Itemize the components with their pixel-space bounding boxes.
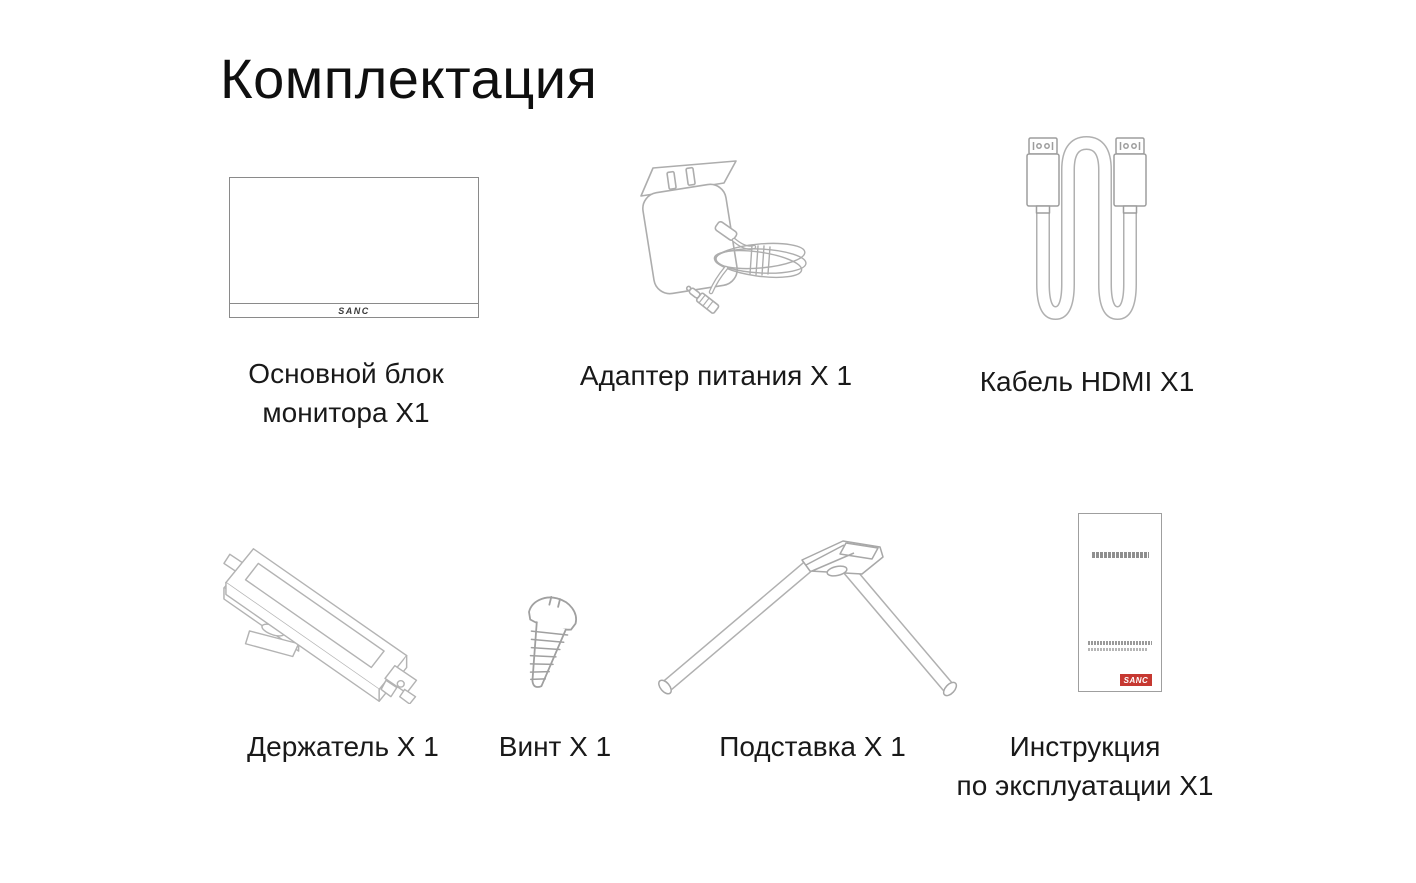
- monitor-bottom-bezel: SANC: [230, 303, 478, 317]
- holder-caption: Держатель X 1: [247, 731, 439, 762]
- hdmi-cable-caption: Кабель HDMI X1: [979, 366, 1195, 397]
- monitor-caption-line1: Основной блок: [248, 358, 444, 389]
- manual-caption-line1: Инструкция: [1009, 731, 1161, 762]
- monitor-caption-line2: монитора X1: [262, 397, 430, 428]
- manual-caption-line2: по эксплуатации X1: [956, 770, 1214, 801]
- power-adapter-icon: [640, 160, 807, 314]
- stand-icon: [658, 540, 958, 697]
- monitor-caption: Основной блок монитора X1: [211, 354, 481, 432]
- manual-illustration: SANC: [1078, 513, 1162, 692]
- manual-title-placeholder: [1092, 552, 1149, 558]
- manual-text-placeholder: [1088, 648, 1148, 651]
- manual-caption: Инструкция по эксплуатации X1: [920, 727, 1250, 805]
- manual-brand-badge: SANC: [1120, 674, 1152, 686]
- monitor-illustration: SANC: [229, 177, 479, 318]
- screw-icon: [528, 596, 577, 688]
- screw-caption: Винт X 1: [498, 731, 612, 762]
- monitor-brand-logo: SANC: [338, 305, 370, 316]
- holder-icon: [223, 548, 418, 704]
- hdmi-cable-icon: [1026, 135, 1147, 321]
- manual-text-placeholder: [1088, 641, 1152, 645]
- page-title: Комплектация: [220, 47, 598, 110]
- stand-caption: Подставка X 1: [719, 731, 906, 762]
- power-adapter-caption: Адаптер питания X 1: [579, 360, 853, 391]
